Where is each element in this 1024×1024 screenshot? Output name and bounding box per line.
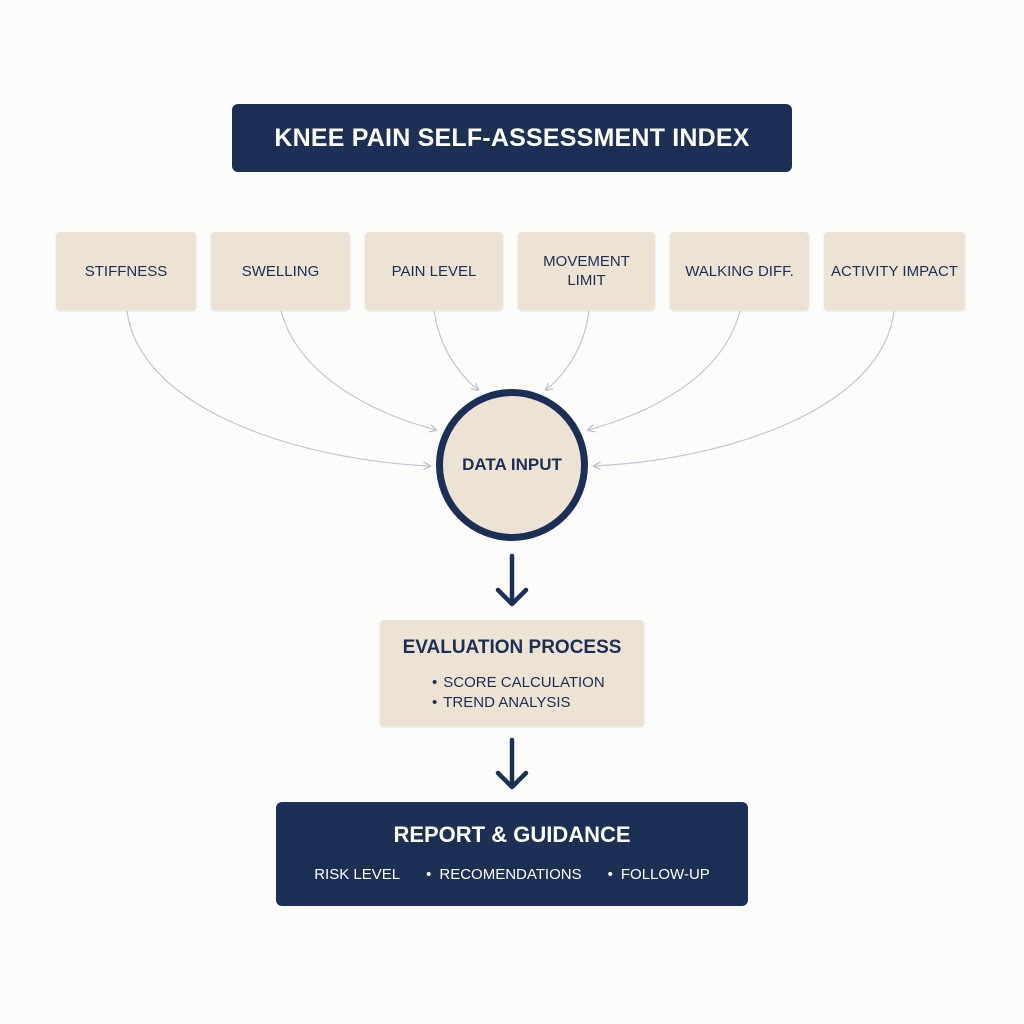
factor-walking-difficulty: WALKING DIFF. (670, 232, 809, 310)
connector-movement-limit (546, 310, 590, 390)
factor-movement-limit: MOVEMENT LIMIT (518, 232, 655, 310)
report-title: REPORT & GUIDANCE (393, 822, 631, 847)
arrow-down-icon (495, 737, 529, 790)
factor-stiffness: STIFFNESS (56, 232, 196, 310)
factor-activity-impact: ACTIVITY IMPACT (824, 232, 965, 310)
report-guidance-box: REPORT & GUIDANCE RISK LEVEL RECOMENDATI… (276, 802, 748, 906)
connector-walking-diff (588, 310, 741, 430)
connector-pain-level (433, 310, 478, 390)
report-items: RISK LEVEL RECOMENDATIONS FOLLOW-UP (276, 866, 748, 883)
report-item-label: FOLLOW-UP (620, 866, 710, 883)
data-input-node: DATA INPUT (436, 389, 588, 541)
connector-activity-impact (594, 310, 895, 466)
factor-swelling: SWELLING (211, 232, 350, 310)
report-item: RECOMENDATIONS (426, 866, 582, 883)
report-item: RISK LEVEL (314, 866, 401, 883)
evaluation-list: SCORE CALCULATION TREND ANALYSIS (380, 673, 644, 713)
connector-swelling (280, 310, 436, 430)
page-title: KNEE PAIN SELF-ASSESSMENT INDEX (232, 104, 792, 172)
evaluation-item: SCORE CALCULATION (432, 673, 644, 693)
factor-pain-level: PAIN LEVEL (365, 232, 503, 310)
evaluation-title: EVALUATION PROCESS (402, 637, 622, 658)
arrow-down-icon (495, 553, 529, 607)
report-item: FOLLOW-UP (608, 866, 710, 883)
evaluation-item: TREND ANALYSIS (432, 693, 644, 713)
data-input-label: DATA INPUT (462, 455, 562, 474)
evaluation-process-box: EVALUATION PROCESS SCORE CALCULATION TRE… (380, 620, 644, 726)
connector-stiffness (126, 310, 430, 466)
report-item-label: RECOMENDATIONS (439, 866, 582, 883)
